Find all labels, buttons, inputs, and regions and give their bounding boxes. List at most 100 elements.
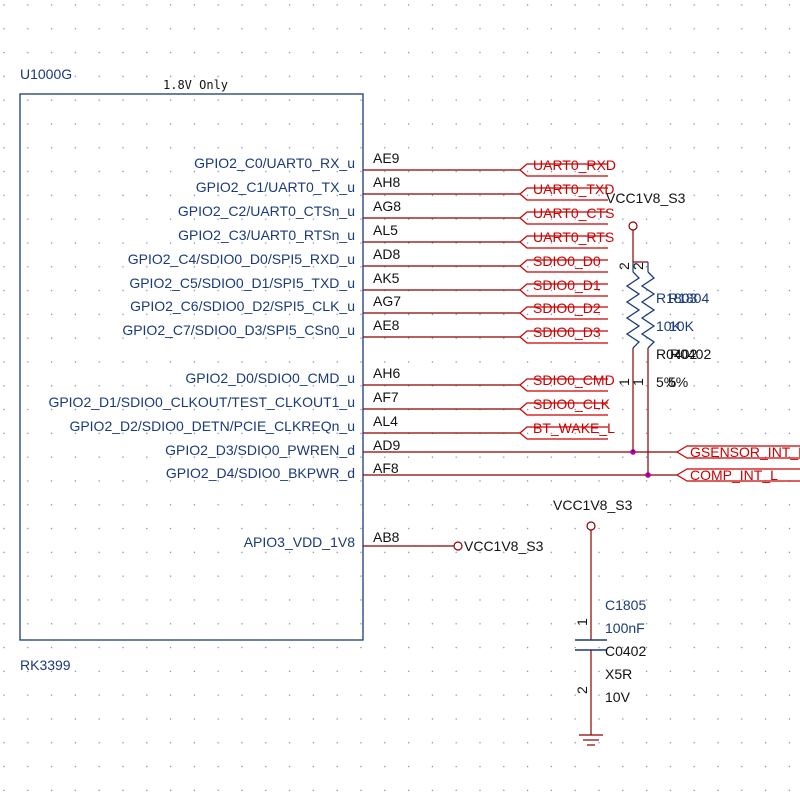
net-flag-icon bbox=[519, 265, 608, 273]
net-flag-icon bbox=[519, 235, 608, 243]
pin-group: GPIO2_C0/UART0_RX_u AE9 UART0_RXD GPIO2_C1/… bbox=[48, 150, 800, 554]
pin-ball: AE9 bbox=[373, 150, 400, 166]
cap-rail-label: VCC1V8_S3 bbox=[553, 497, 633, 513]
pin-name: GPIO2_C6/SDIO0_D2/SPI5_CLK_u bbox=[130, 298, 355, 314]
net-flag-icon bbox=[519, 336, 608, 344]
r1803-pin2: 2 bbox=[616, 262, 632, 270]
ic-part-number: RK3399 bbox=[20, 657, 71, 673]
net-label: SDIO0_D1 bbox=[533, 277, 601, 293]
net-label: BT_WAKE_L bbox=[533, 420, 615, 436]
cap-voltage: 10V bbox=[605, 689, 631, 705]
net-flag-icon bbox=[519, 408, 608, 416]
net-flag-icon bbox=[519, 312, 608, 320]
r1803-value: 10K bbox=[656, 318, 682, 334]
resistor-r1804[interactable] bbox=[640, 271, 656, 349]
pin-ball: AG7 bbox=[373, 293, 401, 309]
pin-ball: AD9 bbox=[373, 437, 400, 453]
pin-ball: AF7 bbox=[373, 389, 399, 405]
pin-ball: AE8 bbox=[373, 317, 400, 333]
net-flag-icon bbox=[519, 289, 608, 297]
pin-name: GPIO2_D0/SDIO0_CMD_u bbox=[185, 370, 355, 386]
pin-ball: AH6 bbox=[373, 365, 400, 381]
pin-name: GPIO2_C1/UART0_TX_u bbox=[196, 179, 355, 195]
net-label: COMP_INT_L bbox=[690, 467, 778, 483]
net-label: VCC1V8_S3 bbox=[464, 538, 544, 554]
cap-package: C0402 bbox=[605, 643, 646, 659]
pin-ball: AK5 bbox=[373, 270, 400, 286]
pin-name: GPIO2_D1/SDIO0_CLKOUT/TEST_CLKOUT1_u bbox=[48, 394, 355, 410]
net-flag-icon bbox=[519, 306, 608, 314]
net-flag-icon bbox=[519, 259, 608, 267]
cap-pin2: 2 bbox=[574, 686, 590, 694]
net-flag-icon bbox=[519, 432, 608, 440]
cap-dielectric: X5R bbox=[605, 666, 632, 682]
net-flag-icon bbox=[519, 330, 608, 338]
pin-ball: AB8 bbox=[373, 529, 400, 545]
resistor-r1803[interactable] bbox=[625, 271, 641, 349]
pin-name: GPIO2_C7/SDIO0_D3/SPI5_CSn0_u bbox=[122, 322, 355, 338]
net-label: UART0_CTS bbox=[533, 205, 614, 221]
pin-name: GPIO2_C3/UART0_RTSn_u bbox=[178, 227, 355, 243]
pin-name: GPIO2_D3/SDIO0_PWREN_d bbox=[165, 442, 355, 458]
decoupling-capacitor: VCC1V8_S3 1 2 C1805 100nF C0402 X5R 10V bbox=[553, 497, 646, 746]
pin-name: GPIO2_C4/SDIO0_D0/SPI5_RXD_u bbox=[128, 251, 355, 267]
net-flag-icon bbox=[676, 451, 800, 459]
r1804-tolerance: 5% bbox=[668, 374, 688, 390]
pullup-resistors: VCC1V8_S3 2 2 1 1 R1803 R1804 10K 10K R0… bbox=[606, 190, 711, 475]
net-label: SDIO0_CMD bbox=[533, 372, 615, 388]
net-flag-icon bbox=[519, 426, 608, 434]
r1804-pin2: 2 bbox=[630, 262, 646, 270]
net-flag-icon bbox=[676, 445, 800, 453]
r1803-tolerance: 5% bbox=[656, 374, 676, 390]
r1804-pin1: 1 bbox=[630, 378, 646, 386]
r1804-package: R0402 bbox=[670, 346, 711, 362]
pin-ball: AL4 bbox=[373, 413, 398, 429]
net-flag-icon bbox=[519, 217, 608, 225]
cap-pin1: 1 bbox=[574, 618, 590, 626]
pin-name: GPIO2_C2/UART0_CTSn_u bbox=[178, 203, 355, 219]
net-label: GSENSOR_INT_L bbox=[690, 444, 800, 460]
net-flag-icon bbox=[519, 163, 608, 171]
net-flag-icon bbox=[519, 193, 608, 201]
net-label: UART0_TXD bbox=[533, 181, 614, 197]
net-flag-icon bbox=[519, 402, 608, 410]
r1803-ref: R1803 bbox=[656, 290, 697, 306]
ic-voltage-note: 1.8V Only bbox=[163, 78, 228, 92]
net-flag-icon bbox=[676, 468, 800, 476]
net-label: UART0_RXD bbox=[533, 157, 616, 173]
pin-name: GPIO2_D4/SDIO0_BKPWR_d bbox=[166, 465, 355, 481]
pin-ball: AD8 bbox=[373, 246, 400, 262]
net-flag-icon bbox=[519, 241, 608, 249]
pin-ball: AF8 bbox=[373, 460, 399, 476]
net-flag-icon bbox=[519, 169, 608, 177]
r1803-pin1: 1 bbox=[616, 378, 632, 386]
ic-ref-designator: U1000G bbox=[20, 66, 72, 82]
net-flag-icon bbox=[676, 474, 800, 482]
pin-ball: AL5 bbox=[373, 222, 398, 238]
pin-name: GPIO2_C5/SDIO0_D1/SPI5_TXD_u bbox=[129, 275, 355, 291]
pullup-rail-label: VCC1V8_S3 bbox=[606, 190, 686, 206]
power-port-icon bbox=[453, 541, 463, 551]
pin-ball: AH8 bbox=[373, 174, 400, 190]
cap-ref: C1805 bbox=[605, 597, 646, 613]
r1804-ref: R1804 bbox=[668, 290, 709, 306]
net-label: SDIO0_D3 bbox=[533, 324, 601, 340]
r1804-value: 10K bbox=[669, 318, 695, 334]
net-label: SDIO0_CLK bbox=[533, 396, 611, 412]
net-flag-icon bbox=[519, 211, 608, 219]
pin-name: GPIO2_D2/SDIO0_DETN/PCIE_CLKREQn_u bbox=[69, 418, 355, 434]
net-flag-icon bbox=[519, 378, 608, 386]
net-label: SDIO0_D2 bbox=[533, 300, 601, 316]
ic-body[interactable] bbox=[19, 93, 364, 641]
net-flag-icon bbox=[519, 283, 608, 291]
net-flag-icon bbox=[519, 384, 608, 392]
net-label: UART0_RTS bbox=[533, 229, 614, 245]
r1803-package: R0402 bbox=[656, 346, 697, 362]
cap-value: 100nF bbox=[605, 620, 645, 636]
pin-name: APIO3_VDD_1V8 bbox=[244, 534, 355, 550]
pin-name: GPIO2_C0/UART0_RX_u bbox=[194, 155, 355, 171]
net-label: SDIO0_D0 bbox=[533, 253, 601, 269]
net-flag-icon bbox=[519, 187, 608, 195]
